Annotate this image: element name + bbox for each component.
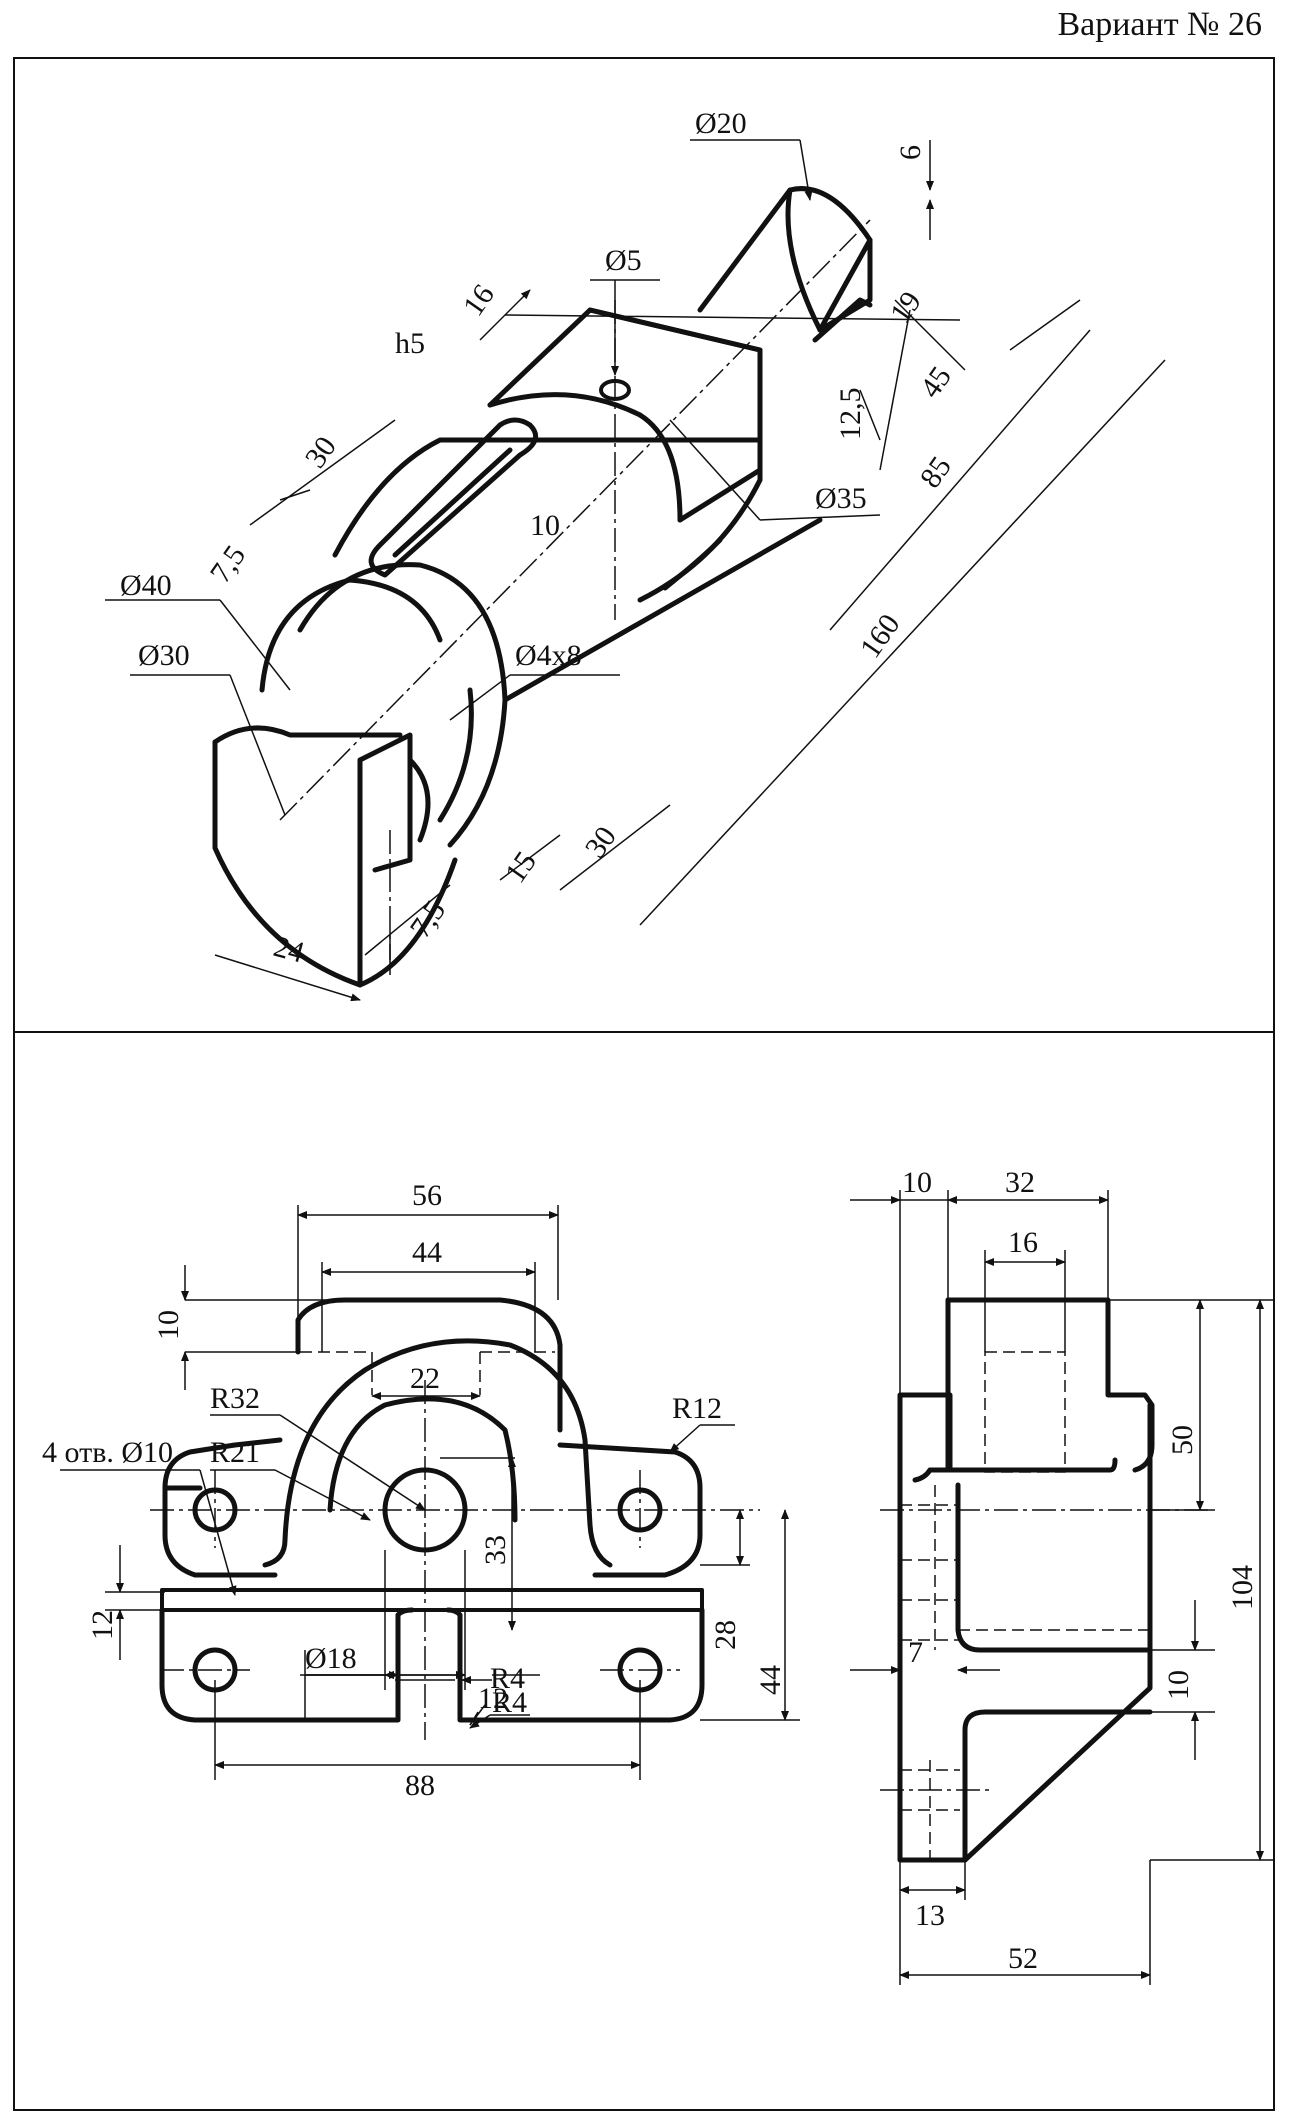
isometric-dimension-lines [105, 139, 1166, 1002]
dim-44-side: 44 [754, 1665, 787, 1695]
front-view-centerlines [150, 1380, 760, 1740]
isometric-shaft [212, 186, 873, 988]
dim-6: 6 [894, 145, 927, 160]
dim-12-left: 12 [86, 1610, 119, 1640]
dim-10: 10 [530, 509, 560, 542]
dim-30-b: 30 [579, 821, 623, 865]
dim-10-side: 10 [902, 1166, 932, 1199]
dim-d4x8: Ø4x8 [515, 639, 582, 672]
dim-r32: R32 [210, 1382, 260, 1415]
sheet-frame [13, 57, 1275, 2111]
dim-85: 85 [914, 451, 958, 495]
dim-holes: 4 отв. Ø10 [42, 1436, 173, 1469]
side-view-hidden [900, 1351, 1150, 1860]
dim-d20: Ø20 [695, 107, 747, 140]
variant-title: Вариант № 26 [1057, 6, 1262, 43]
dim-12-mid: 12 [478, 1682, 508, 1715]
dim-160: 160 [854, 608, 907, 664]
dim-10-low: 10 [1162, 1670, 1195, 1700]
dim-44-top: 44 [412, 1236, 442, 1269]
dim-d18: Ø18 [305, 1642, 357, 1675]
isometric-dimension-texts: Ø20 6 Ø5 16 19 h5 12,5 45 30 Ø35 85 10 7… [120, 107, 958, 970]
dim-d5: Ø5 [605, 244, 642, 277]
dim-30-a: 30 [299, 431, 343, 475]
dim-16-side: 16 [1008, 1226, 1038, 1259]
dim-r4-b: R4 [492, 1686, 527, 1719]
front-view-dimension-texts: 56 44 10 22 R32 R21 4 отв. Ø10 R12 33 28… [42, 1179, 787, 1802]
side-view-dimension-lines [850, 1190, 1275, 1985]
dim-32: 32 [1005, 1166, 1035, 1199]
dim-7-5-b: 7,5 [404, 894, 453, 944]
dim-r21: R21 [210, 1436, 260, 1469]
dim-22: 22 [410, 1362, 440, 1395]
dim-45: 45 [914, 361, 958, 405]
dim-10-front: 10 [152, 1310, 185, 1340]
dim-104: 104 [1226, 1565, 1259, 1610]
dim-d35: Ø35 [815, 482, 867, 515]
isometric-centerlines [279, 219, 871, 960]
dim-52: 52 [1008, 1942, 1038, 1975]
front-view-hidden [300, 1351, 555, 1395]
dim-12-5: 12,5 [834, 388, 867, 441]
dim-h5: h5 [395, 327, 425, 360]
dim-13: 13 [915, 1899, 945, 1932]
front-view-dimension-lines [60, 1205, 800, 1780]
dim-88: 88 [405, 1769, 435, 1802]
dim-d30: Ø30 [138, 639, 190, 672]
dim-r12: R12 [672, 1392, 722, 1425]
side-view [897, 1297, 1155, 1863]
dim-56: 56 [412, 1179, 442, 1212]
dim-28: 28 [709, 1620, 742, 1650]
dim-33: 33 [479, 1535, 512, 1565]
dim-r4-a: R4 [490, 1662, 525, 1695]
dim-16: 16 [457, 279, 501, 323]
dim-19: 19 [884, 286, 928, 330]
side-view-dimension-texts: 10 32 16 50 104 7 10 13 52 [902, 1166, 1259, 1975]
dim-50: 50 [1166, 1425, 1199, 1455]
dim-d40: Ø40 [120, 569, 172, 602]
dim-7: 7 [908, 1636, 923, 1669]
dim-7-5-a: 7,5 [204, 539, 253, 589]
